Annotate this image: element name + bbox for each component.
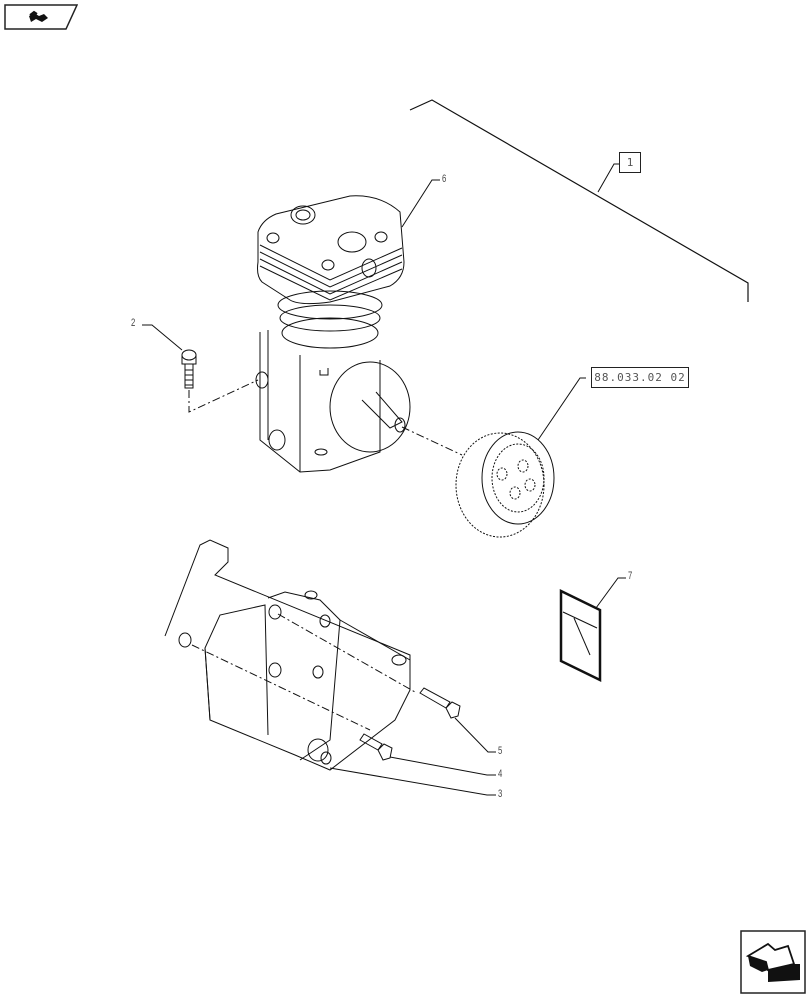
mounting-bracket-drawing	[164, 539, 411, 771]
bolt-short-drawing	[359, 733, 393, 761]
book-arrow-icon	[4, 4, 79, 30]
next-page-arrow-icon	[740, 930, 806, 994]
bolt-long-drawing	[419, 687, 461, 719]
callout-5[interactable]: 5	[498, 745, 503, 757]
callout-3[interactable]: 3	[498, 788, 503, 800]
callout-6[interactable]: 6	[442, 173, 447, 185]
assembly-ref-label: 1	[626, 156, 634, 169]
cross-ref-label: 88.033.02 02	[594, 371, 686, 384]
instruction-sheet-drawing	[559, 589, 602, 682]
cross-ref-link[interactable]: 88.033.02 02	[591, 367, 689, 388]
next-page-button[interactable]	[740, 930, 806, 994]
assembly-ref-box[interactable]: 1	[619, 152, 641, 173]
callout-2[interactable]: 2	[131, 317, 136, 329]
air-compressor-drawing	[255, 195, 411, 473]
cap-screw-drawing	[181, 349, 197, 389]
pulley-drawing	[455, 431, 555, 538]
callout-4[interactable]: 4	[498, 768, 503, 780]
book-nav-button[interactable]	[4, 4, 79, 30]
callout-7[interactable]: 7	[628, 570, 633, 582]
